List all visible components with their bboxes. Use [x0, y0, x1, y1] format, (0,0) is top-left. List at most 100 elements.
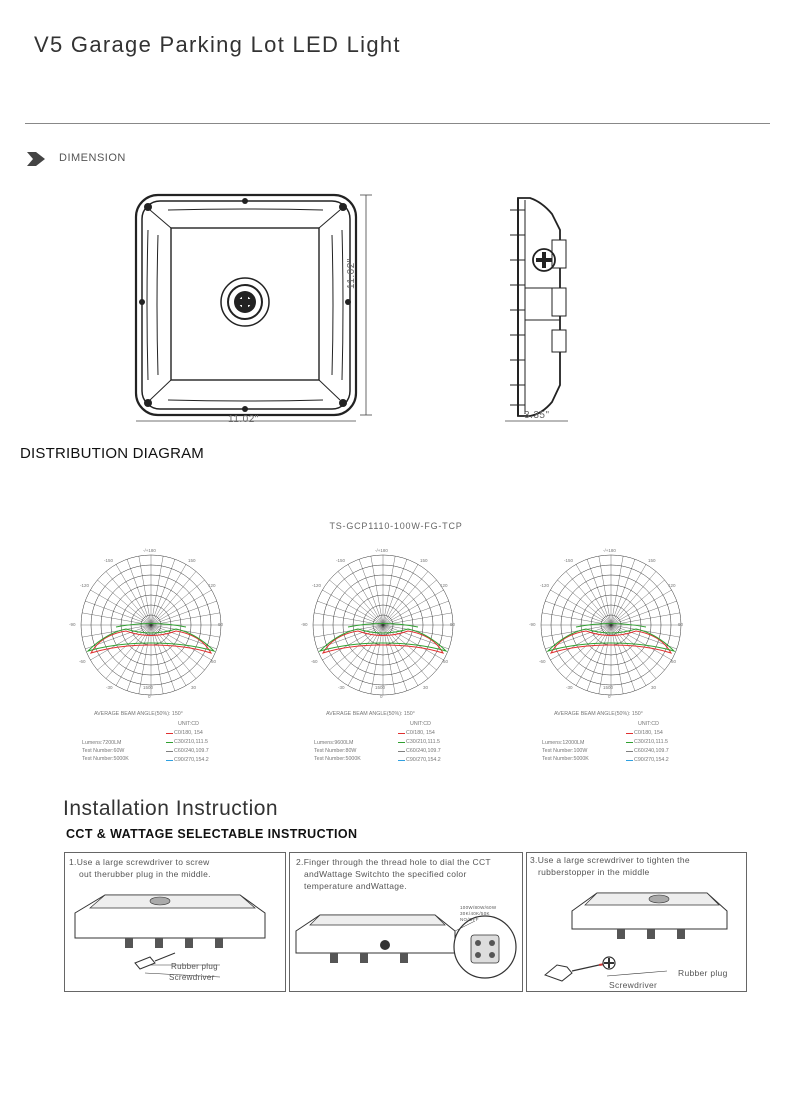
angle-label-left-upper: -120 — [80, 583, 90, 588]
test-cct-label: Test Number:5000K — [82, 756, 129, 762]
angle-label-right-upper: 120 — [440, 583, 448, 588]
intensity-curve-1 — [89, 630, 213, 654]
angle-label-bottom: 0 — [380, 694, 383, 699]
angle-label-top-right: 150 — [188, 558, 196, 563]
unit-label: UNIT:CD — [178, 721, 199, 727]
legend-swatch — [166, 733, 173, 734]
legend-entry: C90/270,154.2 — [634, 757, 669, 763]
test-number-label: Test Number:100W — [542, 748, 588, 754]
angle-label-top-left: -150 — [336, 558, 346, 563]
angle-label-bottom-left: -30 — [106, 685, 113, 690]
legend-entry: C90/270,154.2 — [174, 757, 209, 763]
step-2-text-line2: andWattage Switchto the specified color — [304, 869, 467, 879]
intensity-curve-2 — [86, 628, 216, 653]
angle-label-ring: 1500 — [143, 685, 154, 690]
angle-label-right-lower: 60 — [671, 659, 677, 664]
test-number-label: Test Number:80W — [314, 748, 357, 754]
intensity-curve-1 — [321, 630, 445, 654]
angle-label-left: -90 — [301, 622, 308, 627]
lumens-label: Lumens:7200LM — [82, 740, 122, 746]
header-divider — [25, 123, 770, 124]
angle-label-right-lower: 60 — [443, 659, 449, 664]
legend-entry: C60/240,109.7 — [634, 748, 669, 754]
model-number: TS-GCP1110-100W-FG-TCP — [329, 521, 463, 531]
angle-label-top: -/+180 — [603, 548, 616, 553]
step-2-onoff-label: NO/OFF — [460, 917, 479, 922]
unit-label: UNIT:CD — [638, 721, 659, 727]
angle-label-bottom: 0 — [608, 694, 611, 699]
angle-label-bottom-left: -30 — [566, 685, 573, 690]
legend-swatch — [166, 742, 173, 743]
step-2-text-line1: 2.Finger through the thread hole to dial… — [296, 857, 491, 867]
angle-label-bottom-left: -30 — [338, 685, 345, 690]
intensity-curve-1 — [549, 630, 673, 654]
test-cct-label: Test Number:5000K — [314, 756, 361, 762]
step-3-illustration — [544, 892, 728, 982]
legend-swatch — [398, 742, 405, 743]
legend-entry: C90/270,154.2 — [406, 757, 441, 763]
angle-label-right: 90 — [218, 622, 224, 627]
intensity-curve-2 — [318, 628, 448, 653]
step-2-cct-label: 30K/40K/50K — [460, 911, 490, 916]
step-1-illustration — [74, 894, 266, 978]
height-dimension: 11.02" — [346, 258, 357, 289]
step-1-screwdriver-label: Screwdriver — [169, 973, 215, 982]
step-2-panel: 2.Finger through the thread hole to dial… — [289, 852, 523, 992]
step-3-text-line2: rubberstopper in the middle — [538, 867, 650, 877]
step-2-wattage-label: 100W/80W/60W — [460, 905, 497, 910]
angle-label-right-upper: 120 — [668, 583, 676, 588]
legend-swatch — [626, 760, 633, 761]
angle-label-left-upper: -120 — [312, 583, 322, 588]
angle-label-bottom: 0 — [148, 694, 151, 699]
step-1-text-line2: out therubber plug in the middle. — [79, 869, 211, 879]
beam-angle-label: AVERAGE BEAM ANGLE(50%): 150° — [326, 711, 415, 717]
angle-label-right: 90 — [450, 622, 456, 627]
legend-entry: C60/240,109.7 — [174, 748, 209, 754]
angle-label-left-lower: -60 — [79, 659, 86, 664]
step-3-text-line1: 3.Use a large screwdriver to tighten the — [530, 855, 690, 865]
angle-label-bottom-right: 30 — [651, 685, 657, 690]
legend-swatch — [166, 751, 173, 752]
step-2-text-line3: temperature andWattage. — [304, 881, 407, 891]
legend-swatch — [166, 760, 173, 761]
angle-label-top-right: 150 — [420, 558, 428, 563]
angle-label-top: -/+180 — [375, 548, 388, 553]
step-3-panel: 3.Use a large screwdriver to tighten the… — [526, 852, 747, 992]
legend-entry: C0/180, 154 — [634, 730, 663, 736]
angle-label-right-upper: 120 — [208, 583, 216, 588]
angle-label-left-lower: -60 — [311, 659, 318, 664]
polar-grid — [80, 554, 222, 696]
test-cct-label: Test Number:5000K — [542, 756, 589, 762]
legend-swatch — [626, 742, 633, 743]
legend-entry: C30/210,111.5 — [174, 739, 208, 745]
polar-grid — [540, 554, 682, 696]
width-dimension: 11.02" — [228, 414, 259, 425]
beam-angle-label: AVERAGE BEAM ANGLE(50%): 150° — [94, 711, 183, 717]
angle-label-top: -/+180 — [143, 548, 156, 553]
installation-title: Installation Instruction — [63, 797, 279, 820]
angle-label-ring: 1500 — [603, 685, 614, 690]
step-3-rubber-plug-label: Rubber plug — [678, 968, 728, 978]
angle-label-right-lower: 60 — [211, 659, 217, 664]
lumens-label: Lumens:12000LM — [542, 740, 585, 746]
legend-swatch — [626, 733, 633, 734]
angle-label-right: 90 — [678, 622, 684, 627]
distribution-title: DISTRIBUTION DIAGRAM — [20, 445, 205, 462]
legend-entry: C30/210,111.5 — [634, 739, 668, 745]
lumens-label: Lumens:9600LM — [314, 740, 354, 746]
side-view-drawing — [505, 197, 568, 422]
legend-swatch — [398, 733, 405, 734]
legend-swatch — [398, 760, 405, 761]
intensity-curve-2 — [546, 628, 676, 653]
angle-label-left: -90 — [69, 622, 76, 627]
angle-label-top-right: 150 — [648, 558, 656, 563]
legend-entry: C0/180, 154 — [406, 730, 435, 736]
angle-label-left-upper: -120 — [540, 583, 550, 588]
step-2-illustration — [295, 914, 517, 979]
page-title: V5 Garage Parking Lot LED Light — [34, 32, 401, 57]
legend-entry: C0/180, 154 — [174, 730, 203, 736]
legend-entry: C30/210,111.5 — [406, 739, 440, 745]
